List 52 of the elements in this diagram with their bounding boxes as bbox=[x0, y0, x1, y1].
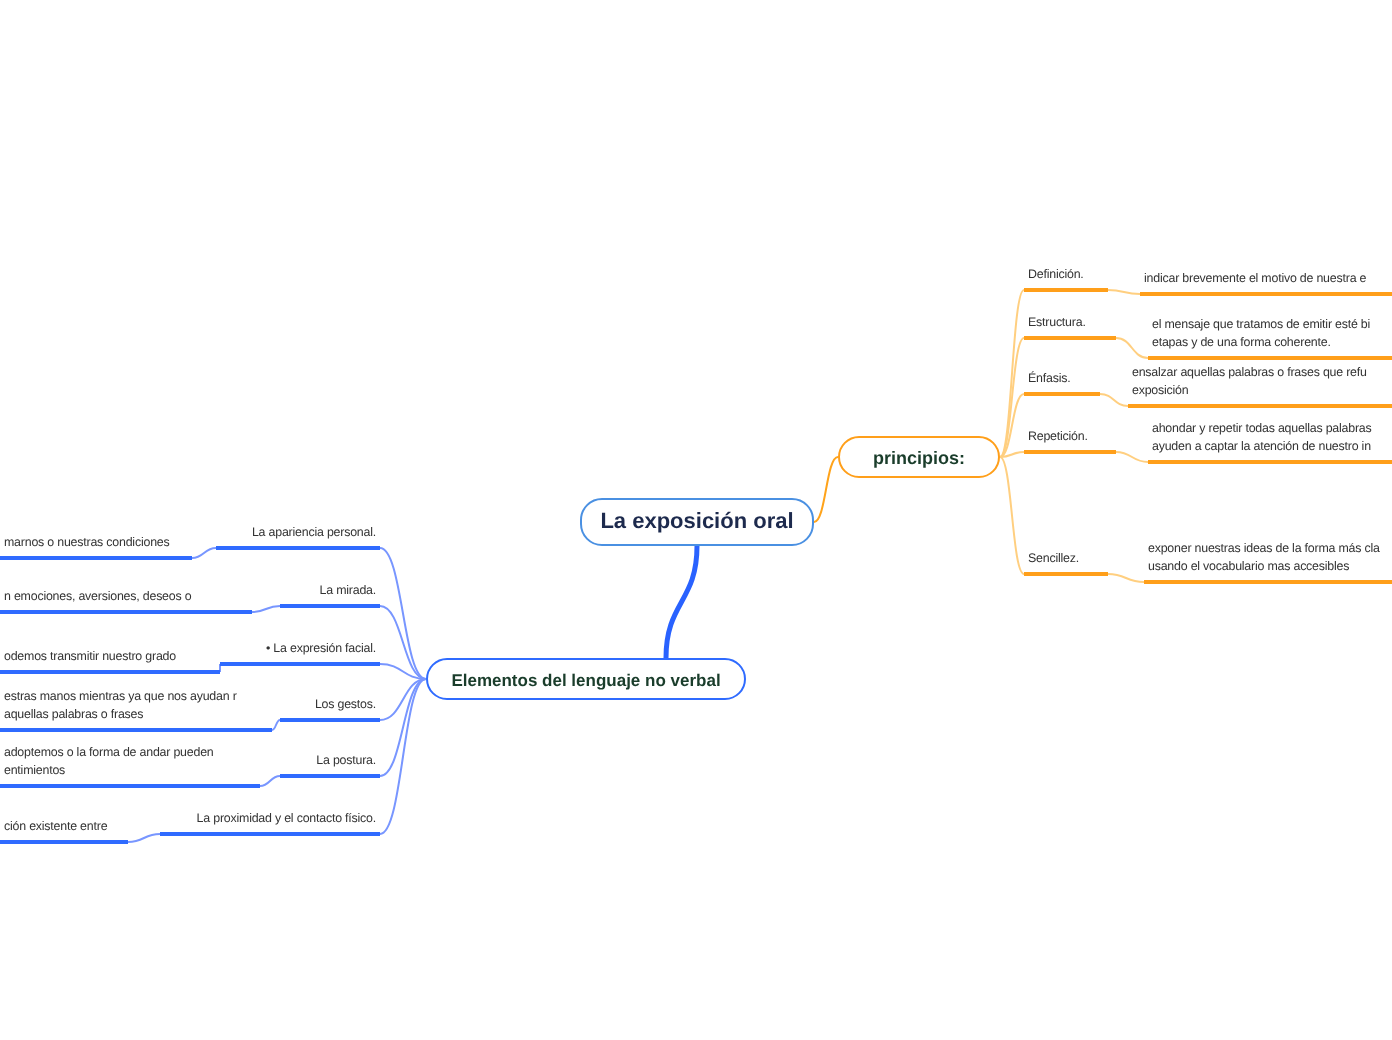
underlined-topic bbox=[0, 688, 272, 732]
branch-line bbox=[379, 678, 427, 835]
underlined-topic bbox=[216, 524, 380, 550]
underlined-topic bbox=[1024, 550, 1108, 576]
underlined-topic bbox=[160, 810, 380, 836]
topic-title: La exposición oral bbox=[600, 510, 794, 534]
underlined-topic bbox=[1024, 428, 1116, 454]
underlined-topic bbox=[1140, 270, 1392, 296]
topic-title: Elementos del lenguaje no verbal bbox=[451, 669, 721, 689]
branch-line bbox=[999, 451, 1025, 458]
branch-line bbox=[1115, 451, 1149, 463]
branch-line bbox=[1107, 289, 1141, 295]
branch-line bbox=[379, 678, 427, 721]
branch-line bbox=[271, 719, 281, 731]
underlined-topic bbox=[280, 582, 380, 608]
branch-line bbox=[999, 337, 1025, 458]
branch-line bbox=[219, 663, 221, 673]
topic-box bbox=[426, 658, 746, 700]
branch-line bbox=[379, 678, 427, 777]
branch-line bbox=[999, 456, 1025, 575]
underlined-topic bbox=[1024, 314, 1116, 340]
branch-line bbox=[191, 547, 217, 559]
underlined-topic bbox=[280, 696, 380, 722]
branch-line bbox=[1099, 393, 1129, 407]
branch-line bbox=[1107, 573, 1145, 583]
underlined-topic bbox=[1024, 370, 1100, 396]
underlined-topic bbox=[1128, 364, 1392, 408]
branch-line bbox=[379, 663, 427, 680]
topic-box bbox=[838, 436, 1000, 478]
underlined-topic bbox=[0, 818, 128, 844]
branch-line bbox=[999, 289, 1025, 458]
branch-line bbox=[251, 605, 281, 613]
underlined-topic bbox=[0, 744, 260, 788]
branch-line bbox=[1115, 337, 1149, 359]
underlined-topic bbox=[0, 648, 220, 674]
underlined-topic bbox=[1148, 316, 1392, 360]
branch-line bbox=[999, 393, 1025, 458]
branch-line bbox=[127, 833, 161, 843]
underlined-topic bbox=[1148, 420, 1392, 464]
topic-title: principios: bbox=[872, 447, 965, 467]
branch-line bbox=[813, 456, 839, 523]
branch-line bbox=[379, 605, 427, 680]
branch-line bbox=[379, 547, 427, 680]
topic-box bbox=[580, 498, 814, 546]
underlined-topic bbox=[280, 752, 380, 778]
branch-line bbox=[259, 775, 281, 787]
branch-line bbox=[663, 545, 700, 659]
underlined-topic bbox=[0, 534, 192, 560]
underlined-topic bbox=[0, 588, 252, 614]
underlined-topic bbox=[1144, 540, 1392, 584]
underlined-topic bbox=[220, 640, 380, 666]
underlined-topic bbox=[1024, 266, 1108, 292]
